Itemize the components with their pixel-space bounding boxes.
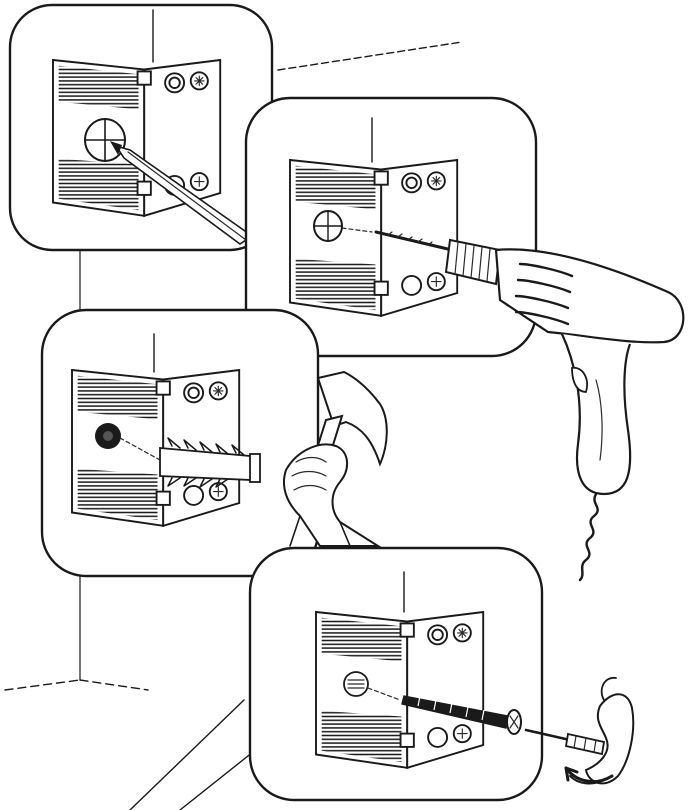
bracket-icon — [316, 612, 483, 768]
bracket-icon — [72, 370, 239, 526]
step-1-mark-panel — [10, 5, 272, 250]
plugged-hole-icon — [344, 672, 368, 696]
mark-circle-icon — [85, 119, 125, 161]
step-3-plug-panel — [42, 310, 318, 576]
bracket-icon — [53, 60, 220, 216]
drilled-hole-icon — [95, 423, 121, 449]
turning-hand-icon — [586, 678, 633, 784]
step-4-screw-panel — [250, 548, 542, 800]
bracket-icon — [290, 160, 457, 316]
mark-circle-icon — [314, 211, 342, 241]
